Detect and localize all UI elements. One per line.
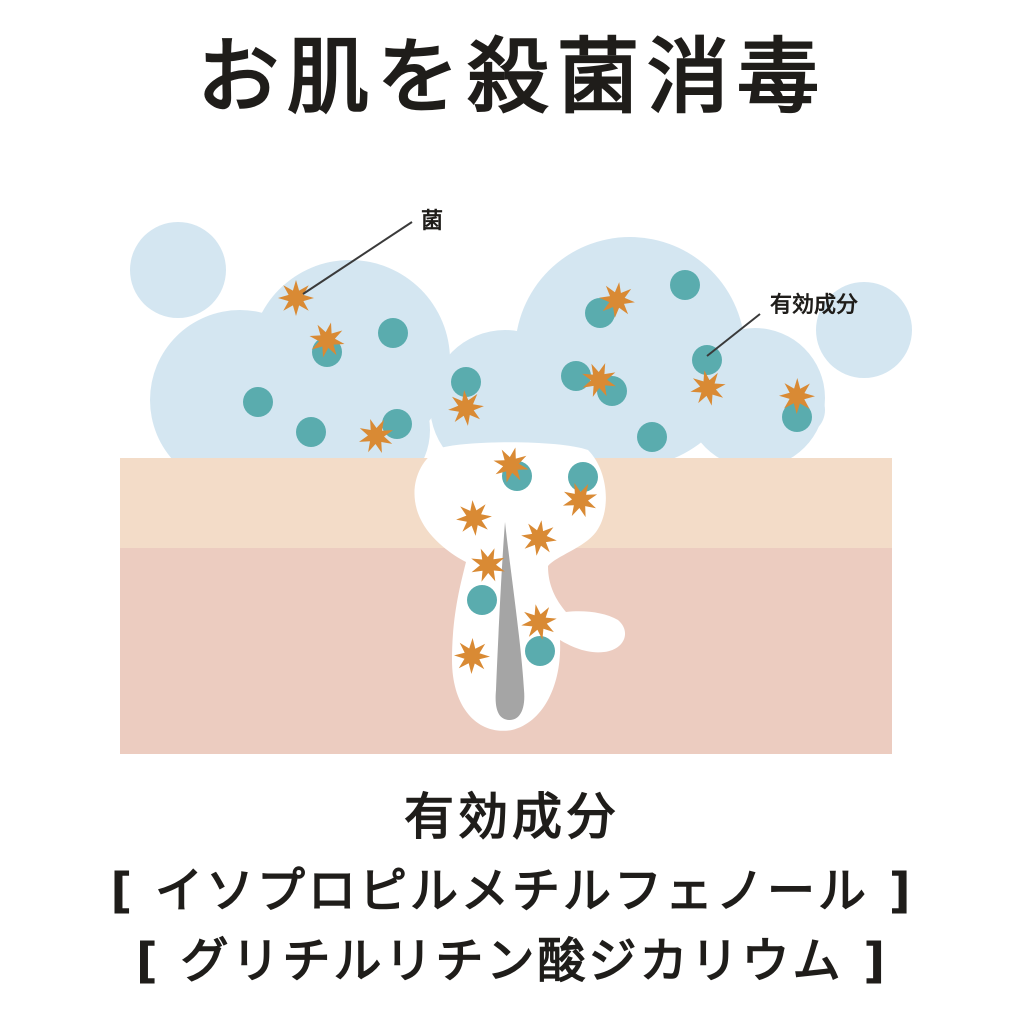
bacteria-label: 菌 <box>421 209 443 234</box>
bacteria-starburst-icon <box>779 378 815 414</box>
bacteria-starburst-icon <box>471 548 505 582</box>
bacteria-starburst-icon <box>493 447 529 483</box>
ingredient-dot-icon <box>378 318 408 348</box>
bacteria-starburst-icon <box>690 370 726 406</box>
ingredient-leader-line <box>706 313 761 357</box>
ingredient-dot-icon <box>467 585 497 615</box>
bacteria-starburst-icon <box>309 322 345 358</box>
ingredient-dot-icon <box>243 387 273 417</box>
active-ingredient-dots <box>243 270 812 666</box>
ingredient-name-2: [ グリチルリチン酸ジカリウム ] <box>135 933 889 989</box>
bacteria-starburst-icon <box>599 282 635 318</box>
active-ingredient-label: 有効成分 <box>770 292 858 318</box>
ingredient-dot-icon <box>637 422 667 452</box>
bacteria-starburst-icon <box>521 604 557 640</box>
bacteria-starburst-icon <box>278 280 314 316</box>
bacteria-group <box>278 280 815 674</box>
ingredient-dot-icon <box>451 367 481 397</box>
ingredient-dot-icon <box>692 345 722 375</box>
page-title: お肌を殺菌消毒 <box>196 30 827 125</box>
caption-heading: 有効成分 <box>404 788 620 846</box>
foam-bubble <box>130 222 226 318</box>
ingredient-dot-icon <box>296 417 326 447</box>
bacteria-starburst-icon <box>562 482 598 518</box>
bacteria-starburst-icon <box>521 520 557 556</box>
ingredient-name-1: [ イソプロピルメチルフェノール ] <box>110 863 914 919</box>
ingredient-dot-icon <box>561 361 591 391</box>
bacteria-starburst-icon <box>454 638 490 674</box>
foam-bubble <box>816 282 912 378</box>
ingredient-dot-icon <box>525 636 555 666</box>
bacteria-starburst-icon <box>456 500 492 536</box>
ingredient-dot-icon <box>670 270 700 300</box>
ingredient-dot-icon <box>568 462 598 492</box>
bacteria-starburst-icon <box>582 363 616 397</box>
foam-bubble <box>150 310 330 490</box>
bacteria-starburst-icon <box>359 419 393 453</box>
ingredient-dot-icon <box>782 402 812 432</box>
bacteria-leader-line <box>302 221 413 295</box>
hair-strand <box>495 522 525 720</box>
bacteria-starburst-icon <box>448 390 484 426</box>
